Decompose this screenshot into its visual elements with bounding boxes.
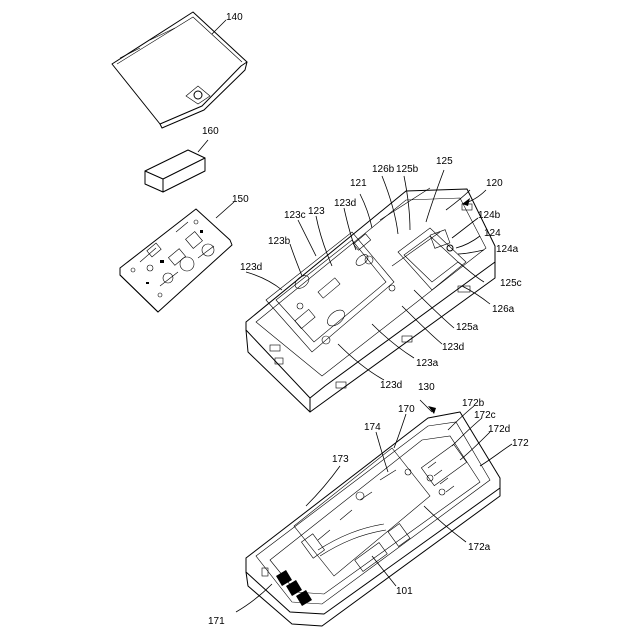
battery-block-160: [145, 150, 205, 192]
label-120: 120: [486, 178, 503, 189]
label-172c: 172c: [474, 410, 496, 421]
lower-housing-130: [246, 412, 500, 626]
label-125c: 125c: [500, 278, 522, 289]
label-173: 173: [332, 454, 349, 465]
circuit-board-150: [120, 209, 232, 312]
label-123: 123: [308, 206, 325, 217]
label-172d: 172d: [488, 424, 510, 435]
label-172b: 172b: [462, 398, 485, 409]
label-125a: 125a: [456, 322, 479, 333]
label-121: 121: [350, 178, 367, 189]
label-125: 125: [436, 156, 453, 167]
label-123c: 123c: [284, 210, 306, 221]
label-125b: 125b: [396, 164, 419, 175]
label-124a: 124a: [496, 244, 519, 255]
label-101: 101: [396, 586, 413, 597]
label-123d-right: 123d: [442, 342, 464, 353]
label-130: 130: [418, 382, 435, 393]
label-174: 174: [364, 422, 381, 433]
cover-plate-140: [112, 12, 247, 128]
label-150: 150: [232, 194, 249, 205]
label-123d-bottom: 123d: [380, 380, 402, 391]
label-140: 140: [226, 12, 243, 23]
label-123d-left: 123d: [240, 262, 262, 273]
label-123d-top: 123d: [334, 198, 356, 209]
label-126a: 126a: [492, 304, 515, 315]
label-124b: 124b: [478, 210, 501, 221]
label-124: 124: [484, 228, 501, 239]
label-123b: 123b: [268, 236, 291, 247]
label-172: 172: [512, 438, 529, 449]
label-171: 171: [208, 616, 225, 627]
label-172a: 172a: [468, 542, 491, 553]
label-170: 170: [398, 404, 415, 415]
label-126b: 126b: [372, 164, 395, 175]
label-160: 160: [202, 126, 219, 137]
label-123a: 123a: [416, 358, 439, 369]
